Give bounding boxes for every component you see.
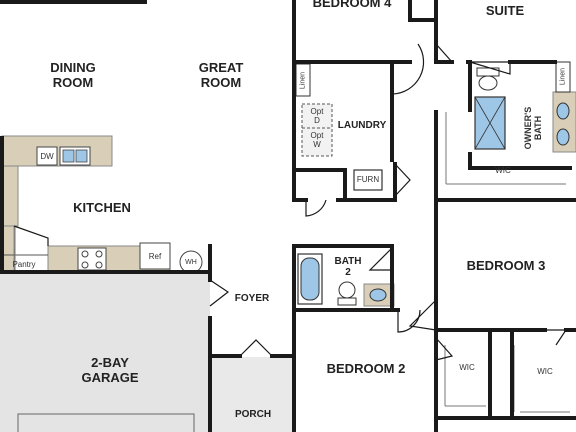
- opt-dryer-label: Opt D: [310, 107, 324, 125]
- kitchen-label: KITCHEN: [73, 200, 131, 215]
- bath-2-label: BATH 2: [334, 256, 362, 278]
- furnace-label: FURN: [356, 175, 380, 184]
- pantry-label: Pantry: [12, 260, 36, 269]
- porch-label: PORCH: [234, 409, 272, 420]
- dishwasher: [36, 146, 58, 166]
- dining-room-label: DINING ROOM: [50, 60, 96, 90]
- laundry-label: LAUNDRY: [337, 120, 387, 131]
- suite-label: SUITE: [485, 3, 525, 18]
- linen-closet-owner: [555, 61, 571, 93]
- door-swings: [13, 42, 568, 361]
- foyer-label: FOYER: [234, 293, 270, 304]
- porch-floor: [212, 357, 294, 432]
- garage-label: 2-BAY GARAGE: [81, 355, 139, 385]
- garage-door-outline: [17, 413, 195, 432]
- wic-left-label: WIC: [459, 363, 475, 372]
- bath2-toilet: [337, 281, 357, 306]
- linen-owner-label: Linen: [559, 67, 567, 86]
- bedroom-2-label: BEDROOM 2: [326, 361, 406, 376]
- dishwasher-label: DW: [40, 152, 54, 161]
- great-room-label: GREAT ROOM: [198, 60, 244, 90]
- refrigerator-label: Ref: [148, 252, 162, 261]
- bedroom-3-label: BEDROOM 3: [466, 258, 546, 273]
- refrigerator: [139, 242, 171, 270]
- furnace: [353, 169, 383, 191]
- washer-dryer-area: [301, 103, 333, 157]
- bedroom-4-label: BEDROOM 4: [312, 0, 392, 10]
- garage-floor: [0, 272, 210, 432]
- opt-washer-label: Opt W: [310, 131, 324, 149]
- linen-laundry-label: Linen: [299, 71, 307, 90]
- owners-toilet: [476, 67, 500, 91]
- water-heater-label: WH: [185, 259, 197, 266]
- wic-owner-label: WIC: [495, 166, 511, 175]
- wic-right-label: WIC: [537, 367, 553, 376]
- owners-bath-label: OWNER'S BATH: [523, 106, 543, 150]
